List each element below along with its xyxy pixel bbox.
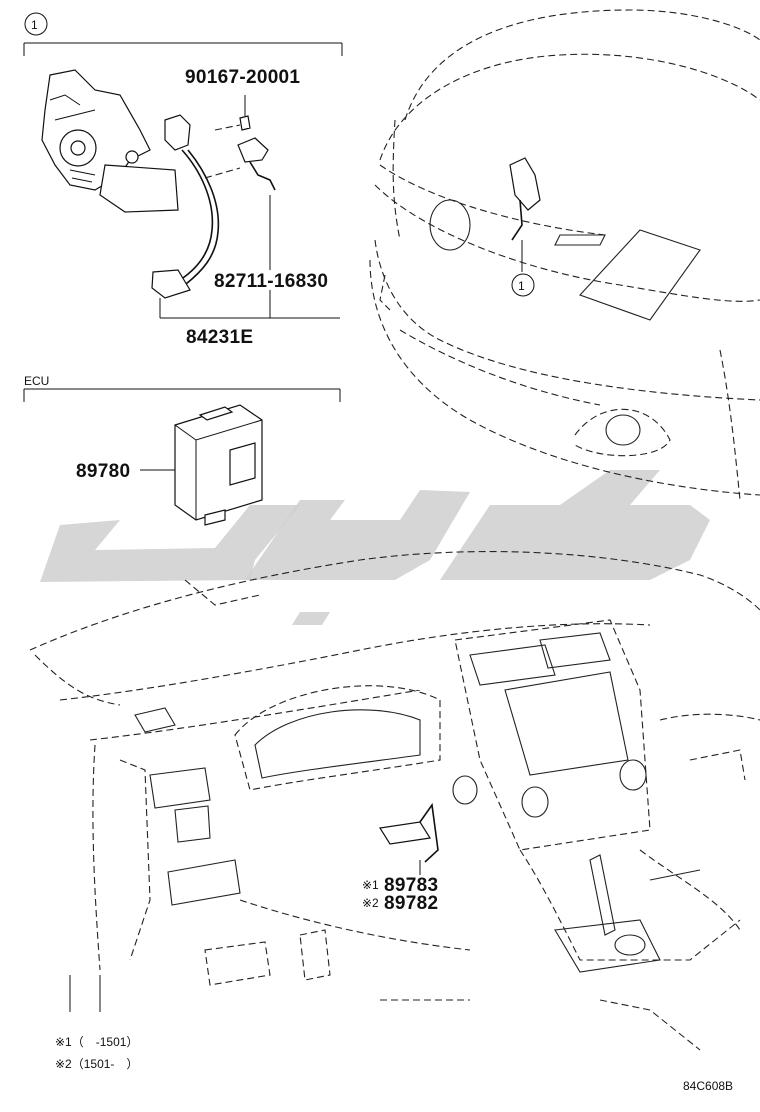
switch-cable-drawing <box>151 114 220 299</box>
leader-lines-top <box>159 195 340 319</box>
watermark-logo <box>40 470 710 625</box>
note-1: ※1（ -1501） <box>55 1035 138 1049</box>
part-number-switch-assy[interactable]: 84231E <box>186 327 253 348</box>
vehicle-callout-badge: 1 <box>518 279 525 293</box>
note-2: ※2（1501- ） <box>55 1057 138 1071</box>
marker-sensor-a: ※1 <box>362 878 379 892</box>
part-number-screw[interactable]: 90167-20001 <box>185 67 300 88</box>
screw-drawing <box>214 95 251 131</box>
part-number-ecu[interactable]: 89780 <box>76 461 130 482</box>
diagram-code: 84C608B <box>683 1079 733 1093</box>
bracket-drawing <box>204 137 276 191</box>
ecu-drawing <box>140 404 263 526</box>
ecu-group-label: ECU <box>24 374 49 388</box>
callout-frame-1 <box>23 12 343 56</box>
part-number-sensor-b[interactable]: 89782 <box>384 893 438 914</box>
ecu-frame <box>23 388 341 402</box>
dashboard-drawing <box>29 551 760 1051</box>
part-number-sensor-a[interactable]: 89783 <box>384 875 438 896</box>
hood-latch-drawing <box>41 69 179 213</box>
vehicle-front-drawing <box>369 9 760 501</box>
part-number-bracket[interactable]: 82711-16830 <box>214 271 328 292</box>
marker-sensor-b: ※2 <box>362 896 379 910</box>
callout-index-badge: 1 <box>31 18 38 32</box>
